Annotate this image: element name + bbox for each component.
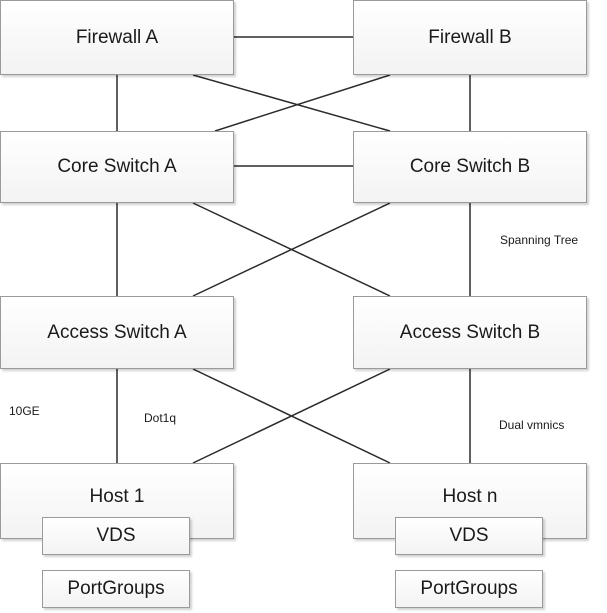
link-access-switch-b-host-1 — [192, 368, 391, 464]
dual-vmnics-label: Dual vmnics — [499, 418, 565, 432]
access-switch-a-label: Access Switch A — [47, 321, 187, 343]
ten-ge-label: 10GE — [9, 404, 40, 418]
access-switch-b-node[interactable]: Access Switch B — [353, 296, 587, 369]
core-switch-a-label: Core Switch A — [57, 156, 177, 177]
access-switch-a-node[interactable]: Access Switch A — [0, 296, 234, 369]
link-core-switch-b-access-switch-a — [192, 202, 391, 297]
firewall-b-label: Firewall B — [428, 26, 512, 48]
firewall-b-node[interactable]: Firewall B — [353, 0, 587, 75]
link-firewall-a-core-switch-b — [192, 74, 391, 132]
portgroups-n-label: PortGroups — [420, 578, 518, 599]
host-1-label: Host 1 — [89, 486, 145, 507]
link-firewall-b-core-switch-a — [214, 74, 391, 132]
spanning-tree-label: Spanning Tree — [500, 233, 579, 247]
dot1q-label: Dot1q — [144, 411, 177, 425]
core-switch-b-node[interactable]: Core Switch B — [353, 131, 587, 203]
vds-n-label: VDS — [449, 525, 489, 546]
vds-1-label: VDS — [96, 525, 136, 546]
core-switch-a-node[interactable]: Core Switch A — [0, 131, 234, 203]
firewall-a-node[interactable]: Firewall A — [0, 0, 234, 75]
core-switch-b-label: Core Switch B — [409, 156, 531, 177]
portgroups-1-label: PortGroups — [67, 578, 165, 599]
firewall-a-label: Firewall A — [75, 26, 159, 48]
host-n-label: Host n — [442, 486, 498, 507]
portgroups-n-node[interactable]: PortGroups — [395, 570, 543, 608]
portgroups-1-node[interactable]: PortGroups — [42, 570, 190, 608]
vds-1-node[interactable]: VDS — [42, 517, 190, 555]
access-switch-b-label: Access Switch B — [399, 321, 541, 343]
vds-n-node[interactable]: VDS — [395, 517, 543, 555]
